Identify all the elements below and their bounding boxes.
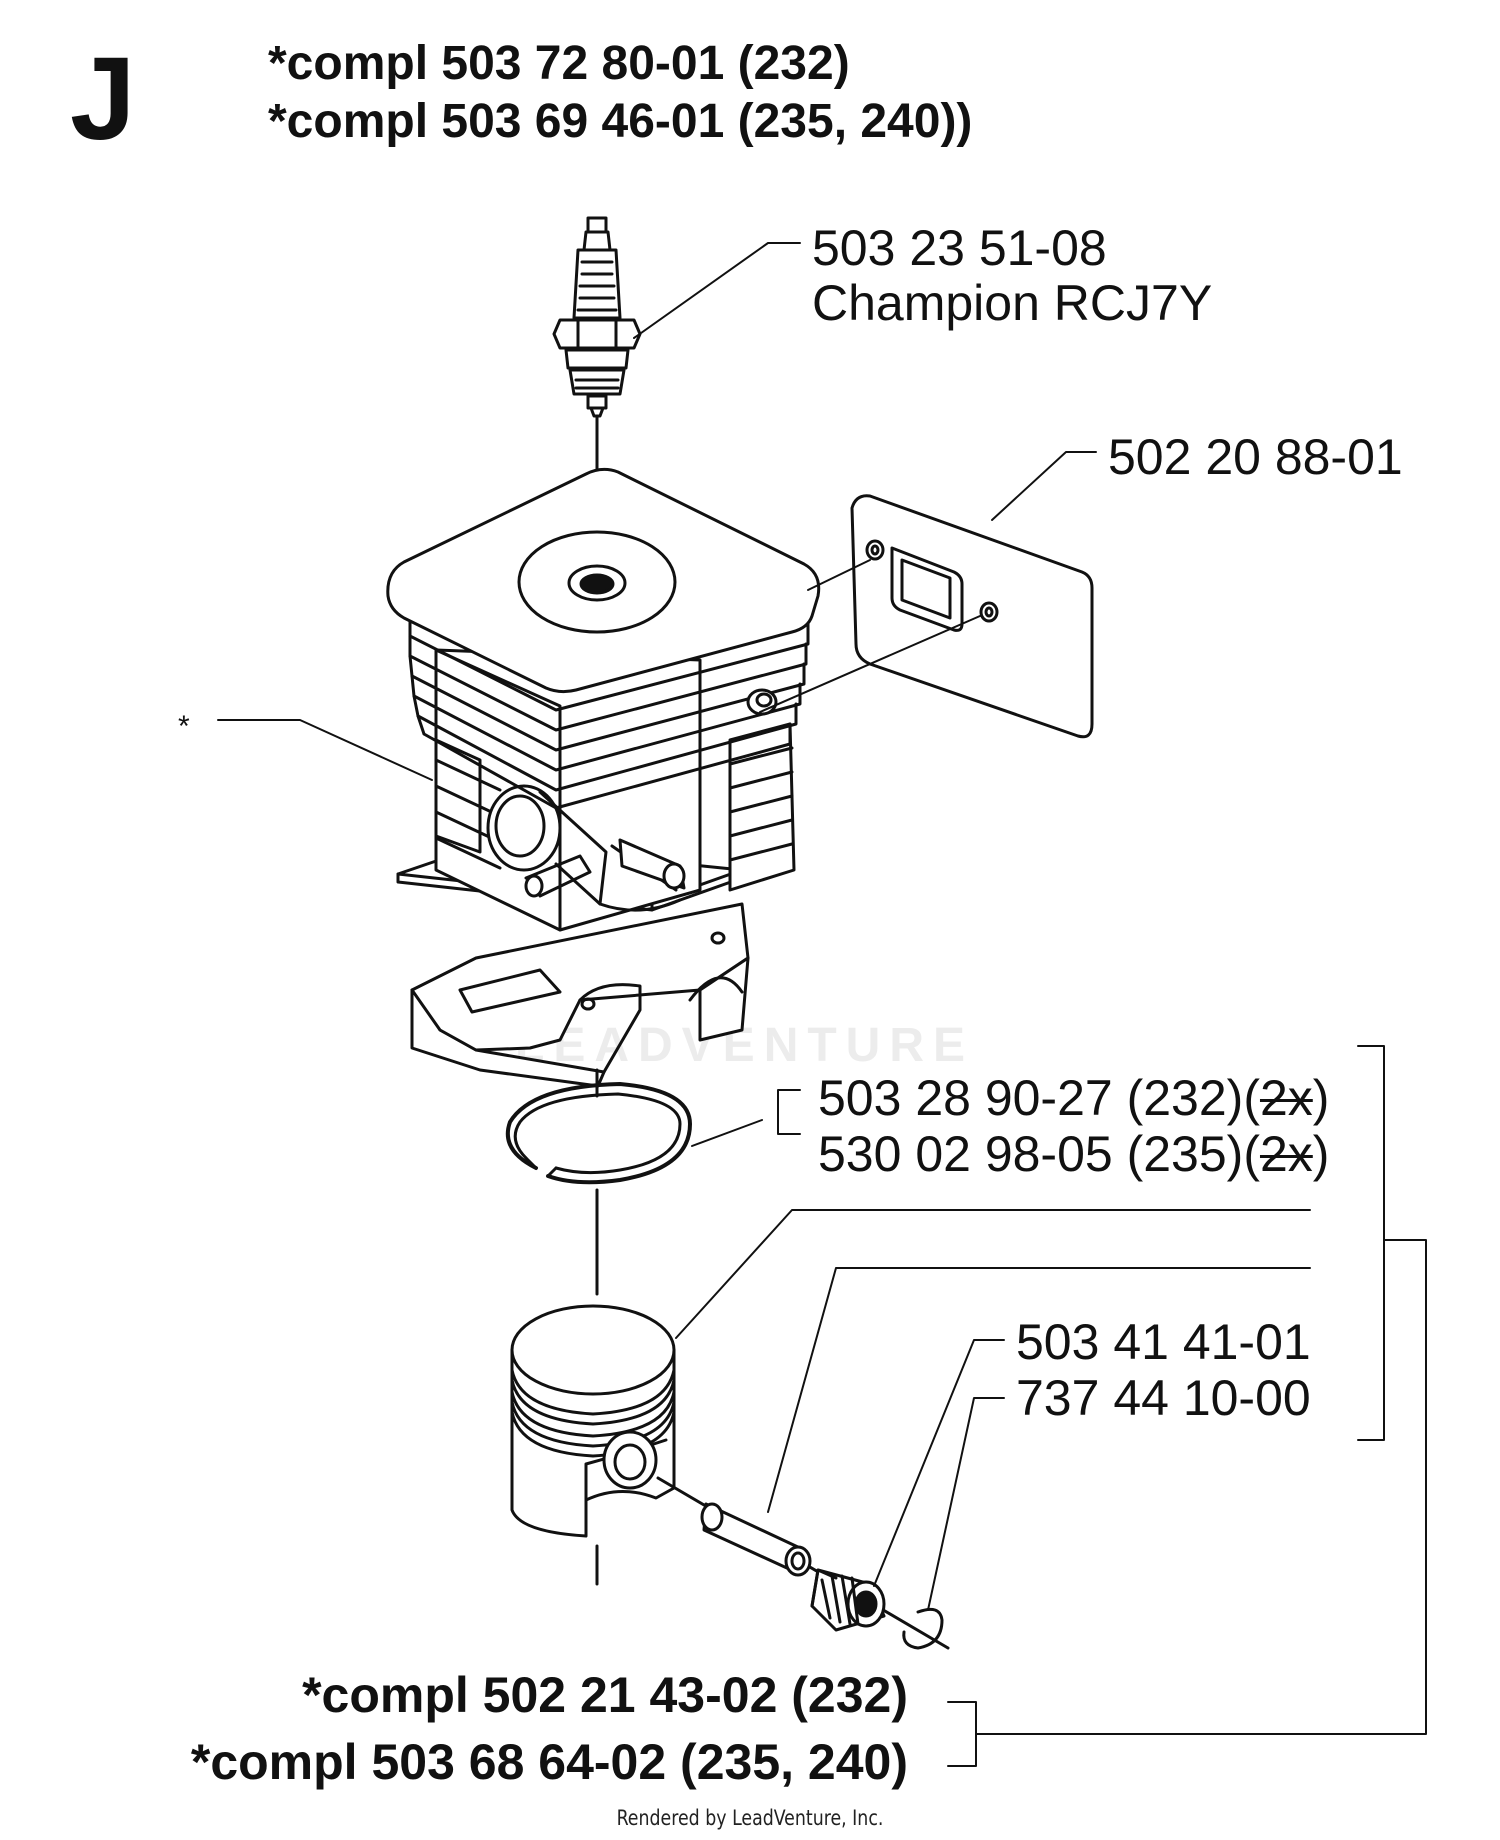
bearing-leader [873, 1339, 1005, 1587]
piston-assembly-bracket [947, 1701, 977, 1767]
render-credit: Rendered by LeadVenture, Inc. [616, 1806, 884, 1830]
cylinder-leader [217, 719, 433, 781]
ring-leader [691, 1119, 763, 1147]
cylinder-drawing [386, 467, 821, 1088]
ring1-text: 503 28 90-27 (232)( [818, 1070, 1260, 1126]
piston-assembly-line-2[interactable]: *compl 503 68 64-02 (235, 240) [190, 1734, 908, 1790]
piston-ring-part-number-235[interactable]: 530 02 98-05 (235)(2x) [818, 1129, 1329, 1179]
ring1-close: ) [1312, 1070, 1330, 1126]
circlip-drawing [902, 1607, 944, 1650]
ring2-close: ) [1312, 1126, 1330, 1182]
spark-plug-part-number[interactable]: 503 23 51-08 [812, 220, 1107, 276]
circlip-part-number[interactable]: 737 44 10-00 [1016, 1370, 1311, 1426]
section-letter: J [70, 33, 136, 165]
piston-ring-drawing [505, 1082, 692, 1185]
header-assembly-line-2: *compl 503 69 46-01 (235, 240)) [268, 95, 973, 148]
gasket-drawing [850, 494, 1094, 739]
kit-bracket [1357, 1045, 1385, 1441]
ring-label-bracket [777, 1089, 801, 1135]
piston-leader [675, 1209, 1311, 1339]
bearing-part-number[interactable]: 503 41 41-01 [1016, 1314, 1311, 1370]
ring2-text: 530 02 98-05 (235)( [818, 1126, 1260, 1182]
gasket-leader [991, 451, 1097, 521]
ring2-struck-qty: 2x [1259, 1126, 1313, 1182]
pin-leader [767, 1267, 1311, 1513]
circlip-leader [927, 1397, 1005, 1611]
kit-bracket-connector [975, 1239, 1427, 1735]
gasket-guide-line-lower [759, 615, 981, 713]
piston-assembly-line-1[interactable]: *compl 502 21 43-02 (232) [302, 1667, 908, 1723]
gasket-guide-line-upper [807, 559, 871, 591]
cylinder-marker: * [178, 710, 190, 743]
piston-pin-drawing [700, 1502, 812, 1577]
piston-ring-part-number-232[interactable]: 503 28 90-27 (232)(2x) [818, 1073, 1329, 1123]
ring1-struck-qty: 2x [1259, 1070, 1313, 1126]
gasket-part-number[interactable]: 502 20 88-01 [1108, 429, 1403, 485]
spark-plug-leader [633, 242, 801, 339]
spark-plug-drawing [552, 216, 642, 418]
spark-plug-part-name: Champion RCJ7Y [812, 275, 1213, 331]
piston-drawing [510, 1304, 676, 1538]
header-assembly-line-1: *compl 503 72 80-01 (232) [268, 37, 850, 90]
needle-bearing-drawing [810, 1568, 886, 1632]
